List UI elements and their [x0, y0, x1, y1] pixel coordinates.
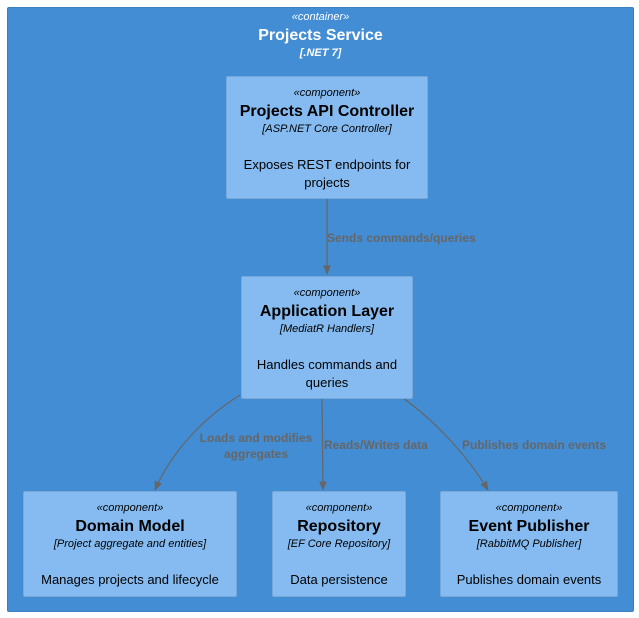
component-stereotype: «component»: [495, 502, 563, 514]
component-technology: [Project aggregate and entities]: [53, 538, 207, 550]
component-event-publisher: «component» Event Publisher [RabbitMQ Pu…: [440, 491, 618, 597]
container-stereotype: «container»: [291, 11, 350, 23]
container-technology: [.NET 7]: [299, 47, 342, 59]
component-stereotype: «component»: [305, 502, 373, 514]
component-description: Manages projects and lifecycle: [41, 572, 219, 587]
edge-label-sends-commands: Sends commands/queries: [327, 231, 476, 245]
component-description: Handles commands and queries: [256, 357, 398, 390]
component-stereotype: «component»: [96, 502, 164, 514]
component-technology: [EF Core Repository]: [287, 538, 391, 550]
component-title: Domain Model: [75, 518, 185, 535]
component-description: Data persistence: [290, 572, 388, 587]
component-title: Repository: [297, 518, 381, 535]
component-technology: [MediatR Handlers]: [279, 323, 375, 335]
edge-label-loads-aggregates: Loads and modifies aggregates: [199, 431, 313, 461]
component-title: Application Layer: [259, 303, 395, 320]
component-stereotype: «component»: [293, 287, 361, 299]
component-application-layer: «component» Application Layer [MediatR H…: [241, 276, 413, 399]
component-technology: [RabbitMQ Publisher]: [476, 538, 582, 550]
component-title: Event Publisher: [468, 518, 590, 535]
container-title: Projects Service: [258, 27, 383, 44]
component-repository: «component» Repository [EF Core Reposito…: [272, 491, 406, 597]
component-description: Exposes REST endpoints for projects: [243, 157, 411, 190]
edge-label-publishes-events: Publishes domain events: [462, 438, 607, 452]
component-stereotype: «component»: [293, 87, 361, 99]
component-domain-model: «component» Domain Model [Project aggreg…: [23, 491, 237, 597]
component-title: Projects API Controller: [239, 103, 415, 120]
component-projects-api-controller: «component» Projects API Controller [ASP…: [226, 76, 428, 199]
edge-label-reads-writes: Reads/Writes data: [324, 438, 428, 452]
component-description: Publishes domain events: [456, 572, 602, 587]
component-technology: [ASP.NET Core Controller]: [262, 123, 392, 135]
